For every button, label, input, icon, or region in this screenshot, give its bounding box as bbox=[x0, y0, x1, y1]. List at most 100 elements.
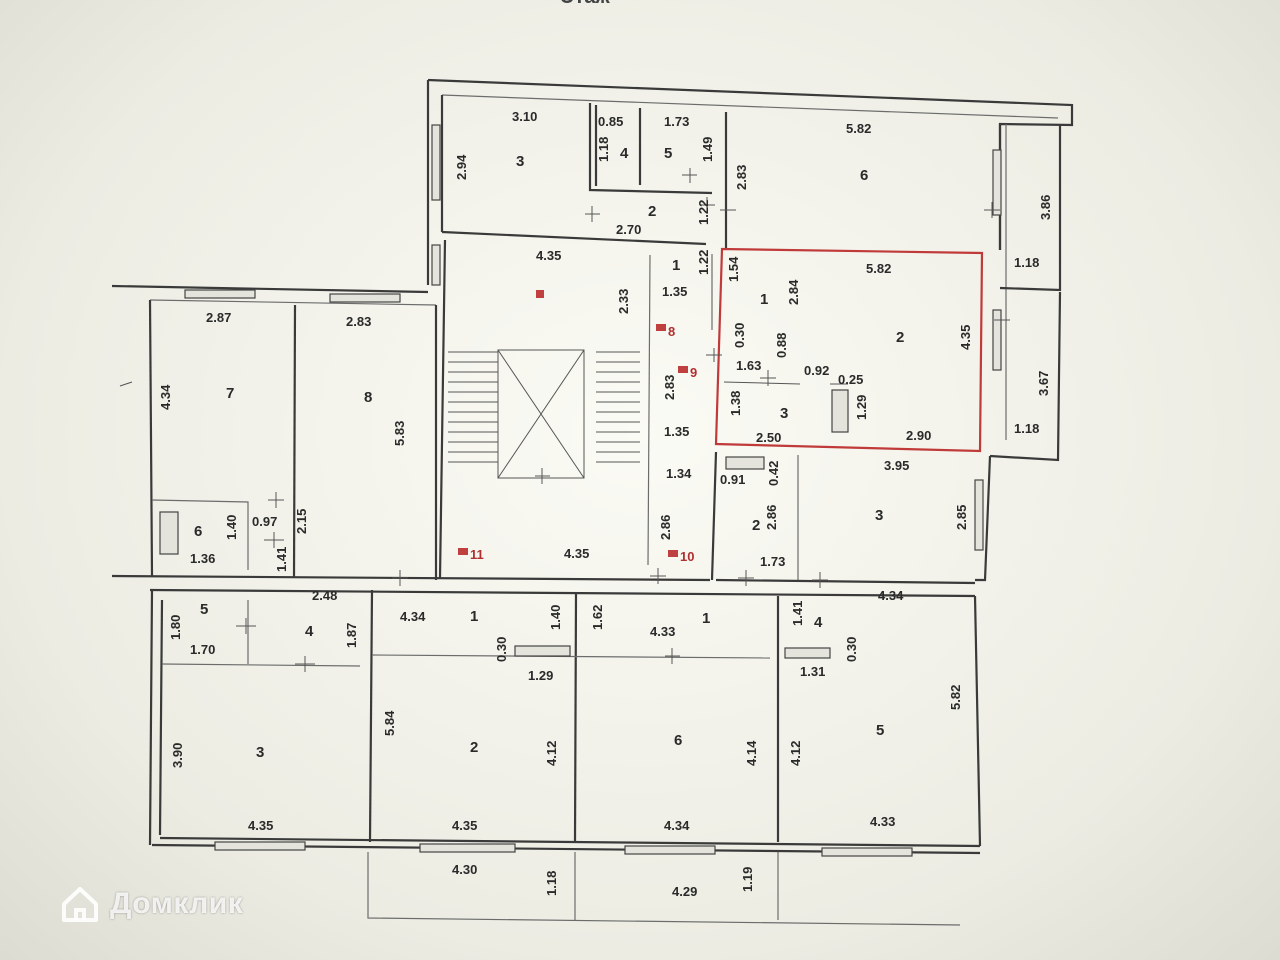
svg-text:2.86: 2.86 bbox=[764, 505, 779, 530]
svg-text:1.80: 1.80 bbox=[168, 615, 183, 640]
room-number: 5 bbox=[200, 601, 208, 618]
house-icon bbox=[62, 887, 98, 922]
svg-text:0.85: 0.85 bbox=[598, 114, 623, 129]
svg-text:2.84: 2.84 bbox=[786, 279, 801, 305]
svg-text:0.30: 0.30 bbox=[494, 637, 509, 662]
svg-text:5.83: 5.83 bbox=[392, 421, 407, 446]
windows bbox=[159, 124, 1002, 857]
room-number: 8 bbox=[364, 389, 372, 406]
svg-text:2.70: 2.70 bbox=[616, 222, 641, 237]
svg-text:4.14: 4.14 bbox=[744, 740, 759, 766]
svg-text:1.35: 1.35 bbox=[664, 424, 689, 439]
domclick-watermark: Домклик bbox=[60, 876, 243, 932]
svg-text:1.31: 1.31 bbox=[800, 664, 825, 679]
room-number: 3 bbox=[780, 405, 788, 422]
svg-text:0.30: 0.30 bbox=[732, 323, 747, 348]
room-number: 6 bbox=[194, 523, 202, 540]
svg-text:1.35: 1.35 bbox=[662, 284, 687, 299]
svg-text:1.22: 1.22 bbox=[696, 250, 711, 275]
room-number: 1 bbox=[760, 291, 768, 308]
room-number: 3 bbox=[875, 507, 883, 524]
room-number: 2 bbox=[470, 739, 478, 756]
svg-text:3.90: 3.90 bbox=[170, 743, 185, 768]
svg-text:1.18: 1.18 bbox=[596, 137, 611, 162]
svg-text:1.22: 1.22 bbox=[696, 200, 711, 225]
room-number: 6 bbox=[860, 167, 868, 184]
svg-text:2.50: 2.50 bbox=[756, 430, 781, 445]
svg-text:1.29: 1.29 bbox=[528, 668, 553, 683]
room-numbers: 3 4 5 2 6 1 1 2 3 7 8 6 2 3 5 4 3 1 2 1 … bbox=[194, 145, 904, 761]
room-number: 3 bbox=[256, 744, 264, 761]
svg-text:4.34: 4.34 bbox=[400, 609, 426, 624]
svg-text:10: 10 bbox=[680, 549, 694, 564]
svg-text:1.18: 1.18 bbox=[1014, 421, 1039, 436]
svg-text:8: 8 bbox=[668, 324, 675, 339]
svg-text:5.82: 5.82 bbox=[846, 121, 871, 136]
room-number: 4 bbox=[620, 145, 629, 162]
svg-text:3.10: 3.10 bbox=[512, 109, 537, 124]
svg-text:4.33: 4.33 bbox=[650, 624, 675, 639]
svg-text:1.41: 1.41 bbox=[790, 601, 805, 626]
svg-text:1.73: 1.73 bbox=[760, 554, 785, 569]
svg-text:11: 11 bbox=[470, 547, 484, 562]
room-number: 1 bbox=[470, 608, 478, 625]
svg-text:0.30: 0.30 bbox=[844, 637, 859, 662]
svg-text:0.92: 0.92 bbox=[804, 363, 829, 378]
room-number: 7 bbox=[226, 385, 234, 402]
svg-text:1.63: 1.63 bbox=[736, 358, 761, 373]
svg-text:1.29: 1.29 bbox=[854, 395, 869, 420]
svg-text:2.85: 2.85 bbox=[954, 505, 969, 530]
room-number: 5 bbox=[876, 722, 884, 739]
svg-text:3.95: 3.95 bbox=[884, 458, 909, 473]
highlighted-apartment-outline bbox=[714, 247, 984, 453]
watermark-text: Домклик bbox=[110, 887, 244, 920]
page-header-fragment: Этаж bbox=[530, 0, 640, 10]
svg-text:2.83: 2.83 bbox=[346, 314, 371, 329]
svg-text:3.67: 3.67 bbox=[1036, 371, 1051, 396]
svg-text:0.97: 0.97 bbox=[252, 514, 277, 529]
room-number: 1 bbox=[702, 610, 710, 627]
svg-text:1.36: 1.36 bbox=[190, 551, 215, 566]
svg-text:1.19: 1.19 bbox=[740, 867, 755, 892]
svg-text:1.62: 1.62 bbox=[590, 605, 605, 630]
svg-text:5.84: 5.84 bbox=[382, 710, 397, 736]
svg-text:4.30: 4.30 bbox=[452, 862, 477, 877]
svg-text:0.25: 0.25 bbox=[838, 372, 863, 387]
room-number: 4 bbox=[305, 623, 314, 640]
svg-text:1.87: 1.87 bbox=[344, 623, 359, 648]
svg-text:4.35: 4.35 bbox=[536, 248, 561, 263]
svg-text:2.94: 2.94 bbox=[454, 154, 469, 180]
svg-text:1.70: 1.70 bbox=[190, 642, 215, 657]
svg-text:4.35: 4.35 bbox=[564, 546, 589, 561]
svg-text:2.83: 2.83 bbox=[662, 375, 677, 400]
svg-text:1.40: 1.40 bbox=[548, 605, 563, 630]
room-number: 3 bbox=[516, 153, 524, 170]
svg-text:4.34: 4.34 bbox=[878, 588, 904, 603]
room-number: 2 bbox=[752, 517, 760, 534]
svg-text:5.82: 5.82 bbox=[948, 685, 963, 710]
stairwell bbox=[448, 349, 640, 479]
svg-text:2.15: 2.15 bbox=[294, 509, 309, 534]
svg-text:4.12: 4.12 bbox=[544, 741, 559, 766]
svg-text:2.48: 2.48 bbox=[312, 588, 337, 603]
svg-text:1.18: 1.18 bbox=[1014, 255, 1039, 270]
svg-text:2.90: 2.90 bbox=[906, 428, 931, 443]
svg-text:1.18: 1.18 bbox=[544, 871, 559, 896]
svg-text:2.86: 2.86 bbox=[658, 515, 673, 540]
room-number: 2 bbox=[648, 203, 656, 220]
svg-text:4.35: 4.35 bbox=[248, 818, 273, 833]
walls bbox=[111, 78, 1074, 926]
svg-text:0.91: 0.91 bbox=[720, 472, 745, 487]
svg-text:1.38: 1.38 bbox=[728, 391, 743, 416]
svg-text:1.41: 1.41 bbox=[274, 547, 289, 572]
svg-text:4.35: 4.35 bbox=[958, 325, 973, 350]
shaft-labels: 8 9 10 11 bbox=[458, 290, 697, 564]
svg-text:5.82: 5.82 bbox=[866, 261, 891, 276]
room-number: 4 bbox=[814, 614, 823, 631]
svg-text:0.88: 0.88 bbox=[774, 333, 789, 358]
svg-text:9: 9 bbox=[690, 365, 697, 380]
svg-text:4.34: 4.34 bbox=[664, 818, 690, 833]
svg-text:4.33: 4.33 bbox=[870, 814, 895, 829]
svg-text:1.54: 1.54 bbox=[726, 256, 741, 282]
svg-text:1.40: 1.40 bbox=[224, 515, 239, 540]
